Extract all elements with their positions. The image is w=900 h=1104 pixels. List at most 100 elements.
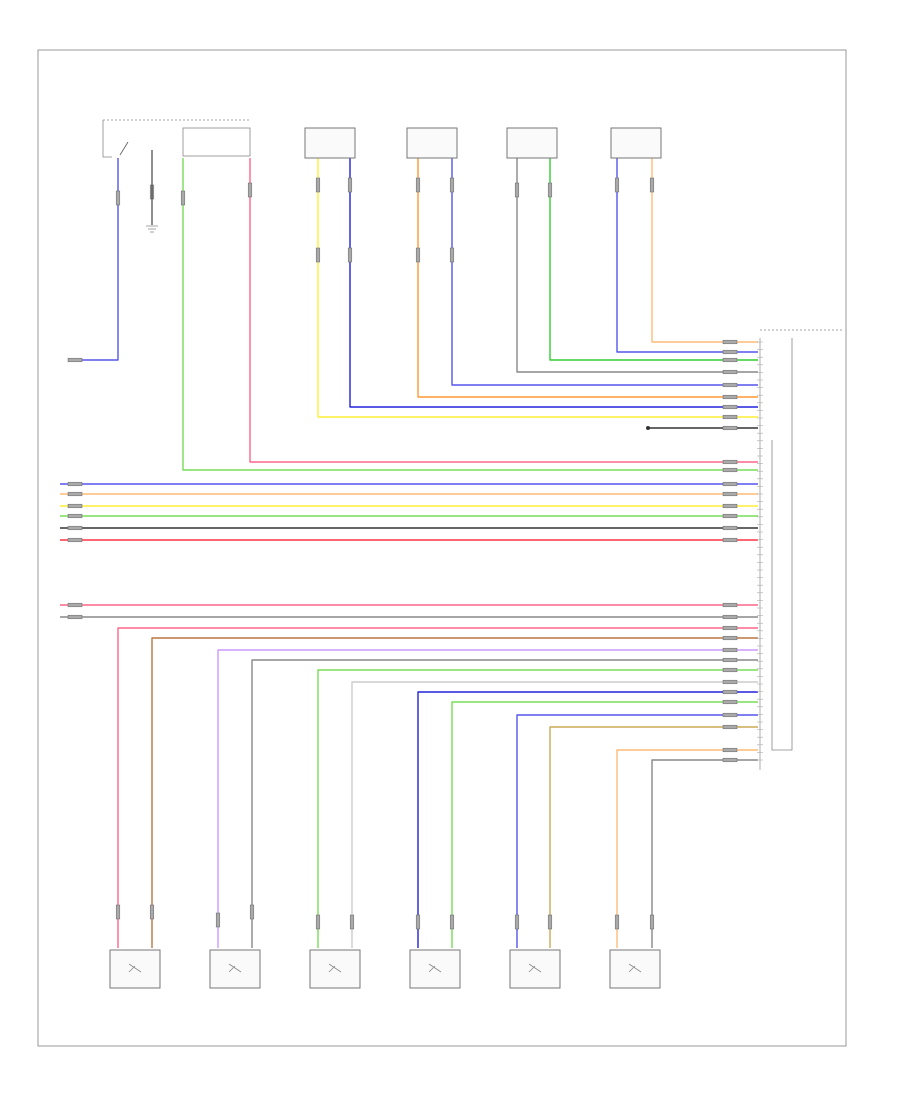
ecu-side-connector [722,689,738,695]
wire-bot3-green [317,669,758,948]
left-side-connector [67,513,83,519]
wire-bot4-blue [417,691,758,948]
bottom-component-5-box [509,949,561,989]
wire-top3-green-connector [547,182,553,198]
ecu-side-connector [722,382,738,388]
ecu-side-connector [722,647,738,653]
buckle-switch-box [182,127,251,157]
ecu-side-connector [722,657,738,663]
wire-top4-blue-connector [614,177,620,193]
bottom-component-1-symbol-icon [128,963,142,973]
left-side-connector [67,503,83,509]
bottom-component-6-box [609,949,661,989]
left-side-connector [67,537,83,543]
bottom-component-5-symbol-icon [528,963,542,973]
ecu-side-connector [722,467,738,473]
wire-bot1-brown [151,637,758,948]
bottom-component-6-symbol-icon [628,963,642,973]
switch-contact-icon [119,141,129,156]
wire-bot3-green-connector [315,914,321,930]
ecu-side-connector [722,481,738,487]
wire-bot6-gray-connector [649,914,655,930]
wire-top2-orange [417,158,758,398]
ecu-side-connector [722,425,738,431]
ecu-side-connector [722,339,738,345]
ecu-side-connector [722,537,738,543]
wire-buckle-pink [249,158,758,463]
wire-top2-blue-connector [449,247,455,263]
bottom-component-6 [609,949,661,989]
bottom-component-2-box [209,949,261,989]
wire-top2-orange-connector [415,247,421,263]
wire-switch-blue-connector [115,190,121,206]
wire-buckle-green [182,158,758,471]
wire-top2-blue [451,158,758,386]
top-component-4-box [610,127,662,159]
ecu-side-connector [722,394,738,400]
wire-buckle-green-connector [180,190,186,206]
top-component-1 [304,127,356,159]
bottom-component-1 [109,949,161,989]
wire-bot2-gray [251,659,758,948]
bottom-component-4-symbol-icon [428,963,442,973]
top-component-2 [406,127,458,159]
top-component-3-box [506,127,558,159]
top-component-1-box [304,127,356,159]
top-component-4 [610,127,662,159]
wire-bot1-pink-connector [115,904,121,920]
wire-top2-orange-connector [415,177,421,193]
left-side-connector [67,481,83,487]
ecu-side-connector [722,635,738,641]
wire-top4-orange-connector [649,177,655,193]
wire-top1-blue [349,158,758,408]
top-component-3 [506,127,558,159]
ecu-side-connector [722,459,738,465]
left-side-connector [67,525,83,531]
bottom-component-4-box [409,949,461,989]
wire-top1-yellow-connector [315,247,321,263]
wire-bot4-blue-connector [415,914,421,930]
left-side-connector [67,614,83,620]
wire-top2-blue-connector [449,177,455,193]
ecu-side-connector [722,414,738,420]
ecu-side-connector [722,525,738,531]
wire-top3-green [549,158,758,361]
wire-top4-orange [651,158,758,343]
ecu-side-connector [722,369,738,375]
ecu-side-connector [722,503,738,509]
ecu-side-connector [722,679,738,685]
ecu-side-connector [722,491,738,497]
wires-layer [60,158,758,948]
diagram-frame [37,49,847,1047]
ecu-side-connector [722,625,738,631]
wire-bot6-gray [651,759,758,948]
wire-bot3-gray-connector [349,914,355,930]
bottom-component-5 [509,949,561,989]
ecu-side-connector [722,602,738,608]
wire-bot3-gray [351,681,758,948]
wire-top1-yellow-connector [315,177,321,193]
wire-bot1-pink [117,627,758,948]
wire-top1-yellow [317,158,758,418]
ground-junction-dot [646,426,650,430]
wire-bot5-blue-connector [514,914,520,930]
bottom-component-3 [309,949,361,989]
ecu-side-connector [722,404,738,410]
wire-bot4-green-connector [449,914,455,930]
left-side-connector [67,602,83,608]
ecu-side-connector [722,357,738,363]
bottom-component-2-symbol-icon [228,963,242,973]
ecu-side-connector [722,699,738,705]
ecu-side-connector [722,349,738,355]
ecu-side-connector [722,513,738,519]
wire-top3-gray [516,158,758,373]
wire-bot6-orange [616,749,758,948]
wire-top1-blue-connector [347,177,353,193]
wire-top1-blue-connector [347,247,353,263]
components-layer [102,119,662,989]
wire-bot5-tan-connector [547,914,553,930]
ecu-side-connector [722,712,738,718]
bottom-component-4 [409,949,461,989]
ecu-inner-bracket [771,338,793,751]
